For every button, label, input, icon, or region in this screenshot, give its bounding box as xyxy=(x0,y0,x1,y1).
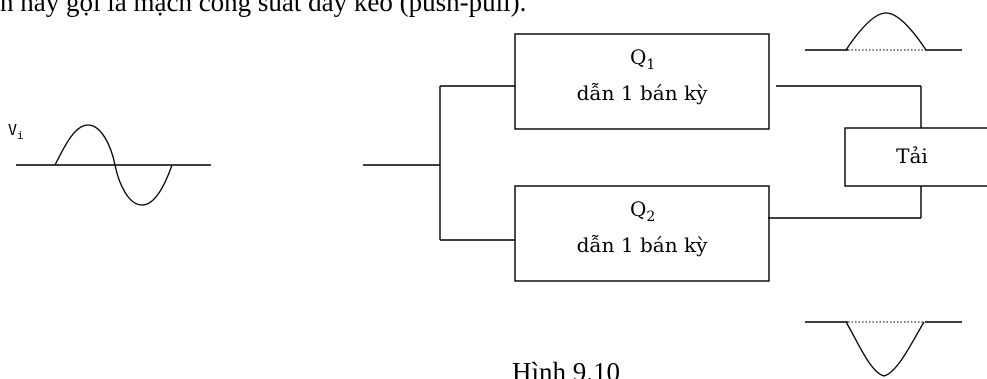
q1-name: Q1 xyxy=(630,45,655,73)
figure-caption: Hình 9.10 xyxy=(512,357,620,379)
input-label: Vi xyxy=(8,121,24,142)
input-signal: Vi xyxy=(8,121,211,206)
q2-name: Q2 xyxy=(630,197,655,225)
input-sine-wave xyxy=(54,124,173,206)
header-text: n này gọi là mạch công suất đẩy kéo (pus… xyxy=(0,0,527,17)
top-half-sine xyxy=(845,12,927,51)
output-top-waveform xyxy=(805,12,962,51)
q1-description: dẫn 1 bán kỳ xyxy=(577,81,708,105)
q1-box xyxy=(514,33,770,130)
load-label: Tải xyxy=(896,144,928,168)
load-block: Tải xyxy=(844,127,987,187)
splitter-wires xyxy=(363,85,515,241)
bottom-half-sine xyxy=(845,321,925,377)
load-box xyxy=(844,127,987,187)
q2-block: Q2 dẫn 1 bán kỳ xyxy=(514,185,770,282)
q1-block: Q1 dẫn 1 bán kỳ xyxy=(514,33,770,130)
output-bottom-waveform xyxy=(805,321,962,377)
q2-box xyxy=(514,185,770,282)
output-wires xyxy=(768,85,922,219)
q2-description: dẫn 1 bán kỳ xyxy=(577,233,708,257)
